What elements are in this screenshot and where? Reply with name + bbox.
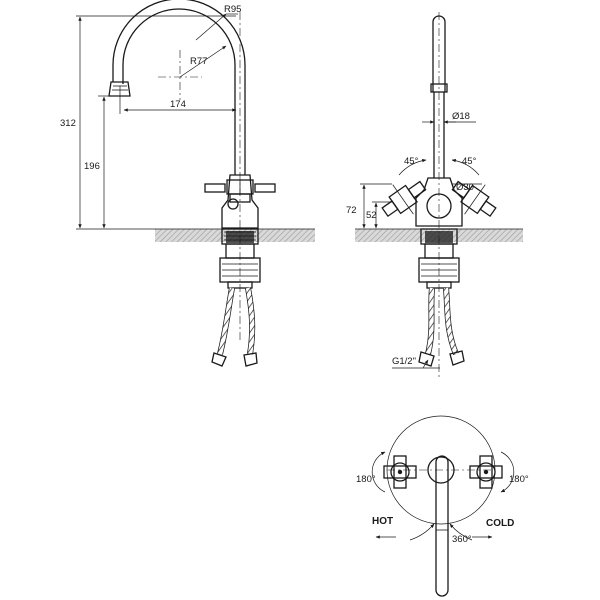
dim-52: 52: [366, 210, 377, 221]
dim-d18: Ø18: [452, 111, 470, 122]
dim-d30: Ø30: [456, 182, 474, 193]
top-rot-right: 180°: [509, 474, 529, 485]
dim-r77: R77: [190, 56, 207, 67]
dim-r95: R95: [224, 4, 241, 15]
side-aerator: [108, 81, 131, 97]
side-spout: [122, 8, 236, 175]
dim-angle-left: 45°: [404, 156, 419, 167]
front-handle-right: [451, 180, 497, 218]
dim-174: 174: [170, 99, 186, 110]
dim-196: 196: [84, 161, 100, 172]
top-view: 180° 180° HOT COLD 360°: [356, 415, 529, 597]
top-label-cold: COLD: [486, 518, 514, 529]
dim-thread: G1/2": [392, 356, 416, 367]
top-rot-left: 180°: [356, 474, 376, 485]
side-handle-cross: [204, 179, 276, 210]
top-label-hot: HOT: [372, 516, 393, 527]
front-view: Ø18 45° 45° Ø30 72 52 G1/2": [346, 12, 523, 380]
top-spout: [435, 455, 449, 597]
dim-312: 312: [60, 118, 76, 129]
top-handle-right: [469, 455, 503, 489]
side-view: R95 R77 174 312 196: [60, 0, 315, 367]
top-rot-spout: 360°: [452, 534, 472, 545]
dim-72: 72: [346, 205, 357, 216]
front-handle-left: [381, 180, 427, 218]
side-body: [221, 174, 259, 229]
dim-angle-right: 45°: [462, 156, 477, 167]
top-handle-left: [383, 455, 417, 489]
